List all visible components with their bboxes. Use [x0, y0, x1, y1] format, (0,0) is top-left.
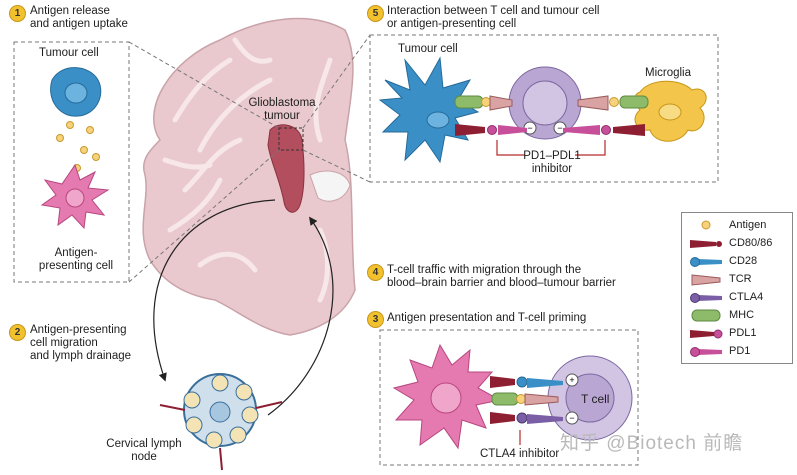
lymph-node: [159, 373, 283, 471]
svg-text:−: −: [569, 413, 574, 423]
mhc-receptor-icon: [691, 309, 721, 322]
t-cell-traffic-arrow: [267, 216, 334, 416]
antigen-dot-icon: [701, 220, 711, 230]
cd80-86-receptor-icon: [690, 240, 722, 248]
cd28-receptor-icon: [690, 257, 722, 267]
t-cell-label: T cell: [581, 392, 610, 406]
tumour-cell-left: [50, 67, 102, 117]
legend: Antigen CD80/86 CD28 TCR CTLA4 MHC PDL1 …: [681, 212, 793, 364]
receptor-pairs-priming: [490, 376, 563, 445]
tumour-cell-right: [378, 56, 480, 164]
interaction-box: [369, 34, 719, 183]
antigen-presenting-cell-left: [40, 163, 110, 230]
watermark: 知乎 @Biotech 前瞻: [560, 433, 744, 454]
legend-item-cd28: CD28: [682, 252, 792, 270]
brain-section: [142, 17, 356, 336]
antigen-presenting-cell-priming: [392, 343, 502, 450]
step-4-badge: 4: [367, 264, 384, 281]
pd1-pdl1-inhibitor-label: PD1–PDL1 inhibitor: [523, 150, 581, 175]
tumour-cell-right-label: Tumour cell: [398, 43, 458, 55]
antigen-release-box: [13, 41, 130, 283]
glioblastoma-label: Glioblastoma tumour: [248, 97, 316, 122]
step-1-badge: 1: [9, 5, 26, 22]
legend-item-mhc: MHC: [682, 306, 792, 324]
step-1-text: Antigen release and antigen uptake: [30, 5, 128, 30]
step-4-text: T-cell traffic with migration through th…: [387, 264, 616, 289]
migration-arrow: [153, 199, 276, 382]
priming-box: [379, 329, 639, 466]
svg-text:−: −: [557, 123, 562, 133]
legend-item-pdl1: PDL1: [682, 324, 792, 342]
step-2-text: Antigen-presenting cell migration and ly…: [30, 324, 132, 362]
legend-item-cd80-86: CD80/86: [682, 234, 792, 252]
step-2-badge: 2: [9, 324, 26, 341]
pdl1-receptor-icon: [690, 329, 723, 339]
step-5-text: Interaction between T cell and tumour ce…: [387, 5, 600, 30]
pd1-receptor-icon: [690, 347, 722, 357]
microglia-cell: [634, 80, 707, 142]
legend-item-antigen: Antigen: [682, 216, 792, 234]
legend-item-pd1: PD1: [682, 342, 792, 360]
antigen-particles: [56, 121, 100, 172]
step-3-badge: 3: [367, 311, 384, 328]
ctla4-inhibitor-label: CTLA4 inhibitor: [480, 448, 560, 460]
lymph-node-label: Cervical lymph node: [106, 438, 182, 463]
apc-label: Antigen- presenting cell: [38, 247, 114, 272]
step-3-text: Antigen presentation and T-cell priming: [387, 312, 587, 324]
legend-item-ctla4: CTLA4: [682, 288, 792, 306]
legend-item-tcr: TCR: [682, 270, 792, 288]
tcr-receptor-icon: [691, 274, 721, 286]
tumour-cell-left-label: Tumour cell: [39, 47, 99, 59]
svg-text:+: +: [569, 375, 574, 385]
microglia-label: Microglia: [645, 67, 692, 79]
step-5-badge: 5: [367, 5, 384, 22]
ctla4-receptor-icon: [690, 293, 722, 303]
svg-text:−: −: [527, 123, 532, 133]
receptor-pairs-interaction: [454, 95, 649, 156]
